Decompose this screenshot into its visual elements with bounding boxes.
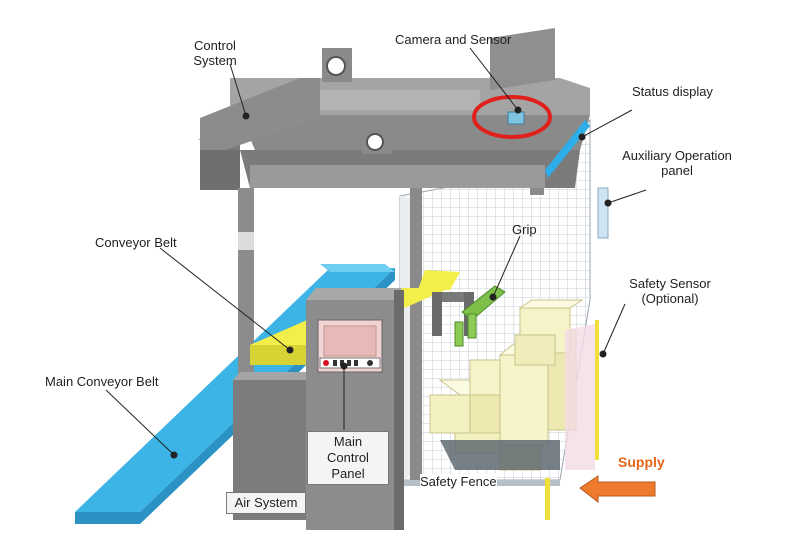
label-control-system-line2: System [193,53,237,68]
leader-lines [105,47,647,459]
pallet [440,440,560,470]
label-main-control-line1: Main [333,434,363,449]
label-main-control-panel: Main Control Panel [307,431,389,485]
label-auxiliary-operation-panel: Auxiliary Operation panel [612,148,742,178]
label-control-system: Control System [185,38,245,68]
label-conveyor-belt: Conveyor Belt [95,235,177,250]
label-control-system-line1: Control [194,38,236,53]
label-aux-line2: panel [661,163,693,178]
label-main-conveyor-belt: Main Conveyor Belt [45,374,159,389]
camera-mount-top [322,48,352,82]
box-stack [429,299,584,471]
main-control-cabinet [306,288,404,530]
supply-arrow-icon [579,475,656,504]
label-air-system: Air System [226,492,306,514]
label-safety-fence: Safety Fence [420,474,497,489]
label-safety-sensor-line1: Safety Sensor [629,276,711,291]
camera-highlight-circle [472,95,552,139]
label-safety-sensor-line2: (Optional) [641,291,699,306]
auxiliary-panel-icon [597,187,609,239]
back-post-left [410,150,422,480]
label-main-control-line3: Panel [331,466,365,481]
label-grip: Grip [512,222,537,237]
label-supply: Supply [618,454,665,470]
label-main-control-line2: Control [327,450,369,465]
label-status-display: Status display [632,84,713,99]
camera-mount-front [362,120,392,154]
control-system-box [200,78,320,190]
label-safety-sensor: Safety Sensor (Optional) [620,276,720,306]
status-display-icon [545,120,590,178]
safety-sensor [545,320,599,520]
label-camera-and-sensor: Camera and Sensor [395,32,512,47]
camera-icon [507,111,525,125]
label-aux-line1: Auxiliary Operation [622,148,732,163]
